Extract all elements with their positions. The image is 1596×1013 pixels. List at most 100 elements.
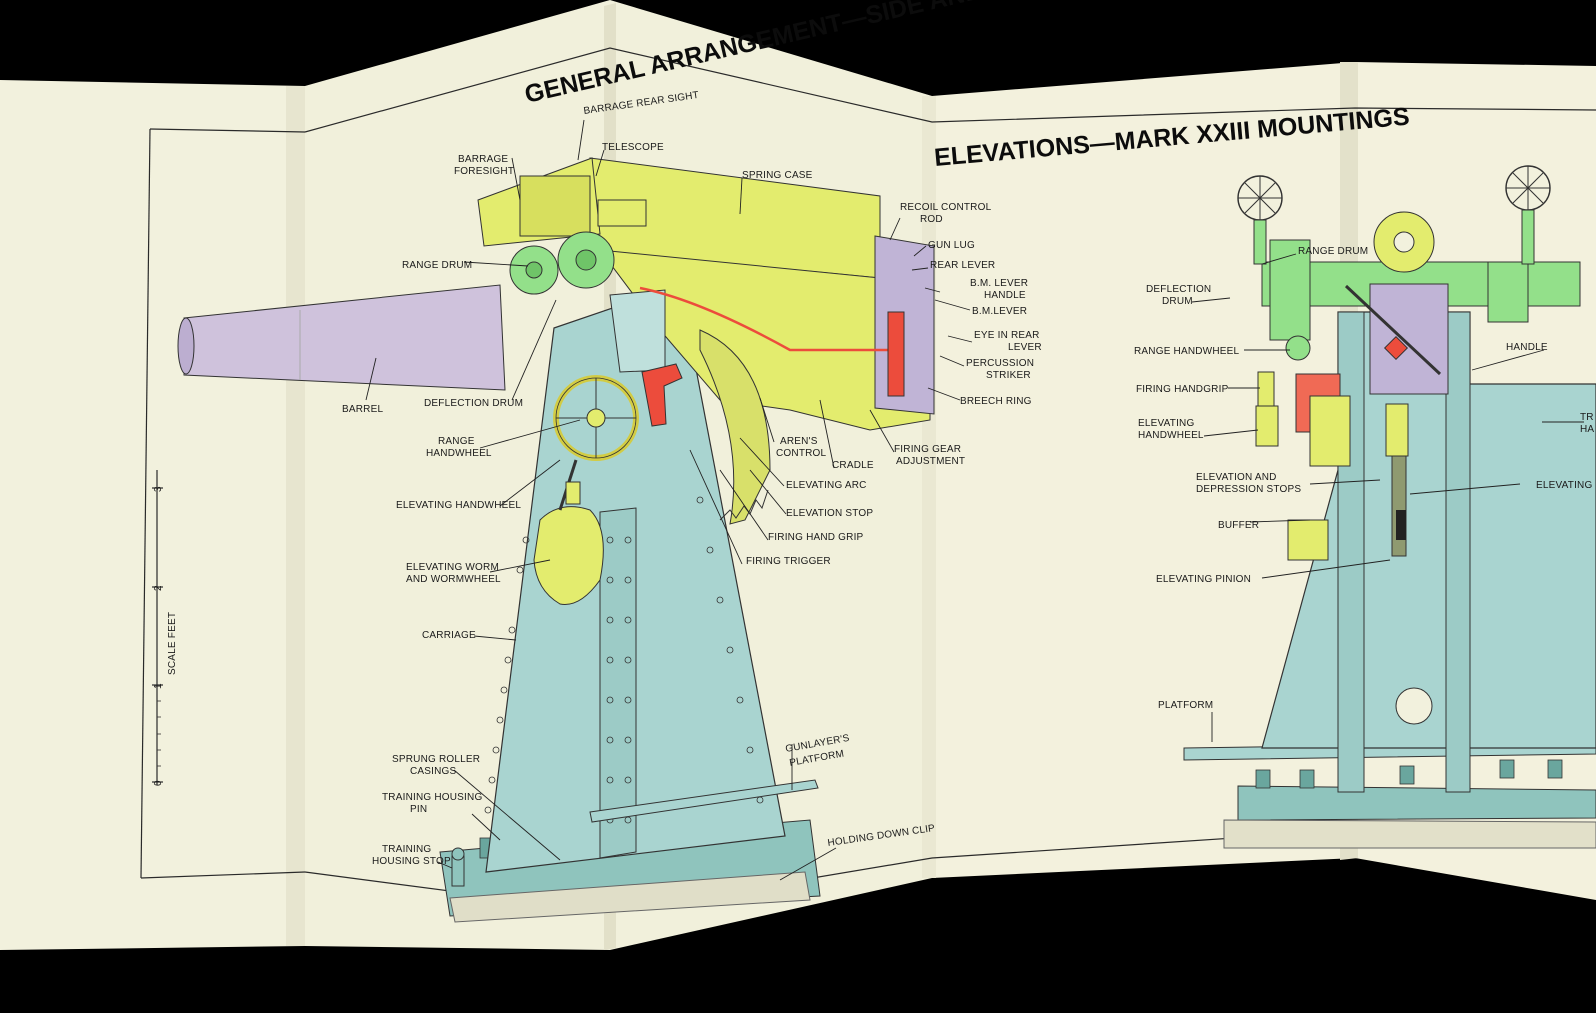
label-rear-tr-cut: TR [1580, 412, 1594, 423]
label-recoil-control-rod: ROD [920, 214, 943, 225]
label-sprung-roller-casings: SPRUNG ROLLER [392, 754, 480, 765]
label-percussion-striker: STRIKER [986, 370, 1031, 381]
rear-base-bolts [1255, 759, 1563, 789]
scale-tick-label: 2 [153, 585, 164, 591]
label-recoil-control-rod: RECOIL CONTROL [900, 202, 992, 213]
rear-elevating-handwheel [1255, 405, 1279, 447]
label-eye-in-rear-lever: EYE IN REAR [974, 330, 1040, 341]
label-deflection-drum: DEFLECTION DRUM [424, 398, 523, 409]
label-gun-lug: GUN LUG [928, 240, 975, 251]
gunlayers-platform [589, 779, 819, 823]
label-training-housing-pin: TRAINING HOUSING [382, 792, 482, 803]
label-firing-gear-adjustment: FIRING GEAR [894, 444, 961, 455]
carriage-rib [599, 507, 637, 859]
label-bm-lever-handle: B.M. LEVER [970, 278, 1028, 289]
trunnion-plate [609, 289, 666, 373]
label-arens-control: CONTROL [776, 448, 827, 459]
label-elevating-handwheel: ELEVATING HANDWHEEL [396, 500, 521, 511]
label-rear-deflection-drum: DEFLECTION [1146, 284, 1211, 295]
label-barrage-foresight: BARRAGE [458, 154, 508, 165]
label-rear-deflection-drum: DRUM [1162, 296, 1193, 307]
frame-line [304, 47, 1596, 133]
label-breech-ring: BREECH RING [960, 396, 1032, 407]
label-elevating-worm: AND WORMWHEEL [406, 574, 501, 585]
scale-tick-label: 3 [153, 486, 164, 492]
percussion-striker [887, 311, 905, 397]
rear-pinion-teeth [1396, 510, 1406, 540]
rear-plinth [1223, 819, 1596, 849]
label-rear-elevating-handwheel: HANDWHEEL [1138, 430, 1204, 441]
scale-label: SCALE FEET [167, 612, 178, 675]
label-bm-lever: B.M.LEVER [972, 306, 1027, 317]
rear-breech [1369, 283, 1449, 395]
rear-elevation-stop-block [1385, 403, 1409, 457]
rear-range-handwheel [1285, 335, 1311, 361]
elevating-arc [699, 329, 771, 525]
rear-elevating-pinion [1391, 455, 1407, 557]
scale-tick-label: 0 [153, 780, 164, 786]
label-range-drum: RANGE DRUM [402, 260, 472, 271]
barrel-muzzle [177, 317, 195, 375]
label-rear-handle: HANDLE [1506, 342, 1548, 353]
firing-trigger [641, 363, 683, 427]
rear-sight-wheel-left [1237, 175, 1283, 265]
label-spring-case: SPRING CASE [742, 170, 813, 181]
training-stop-knob [451, 847, 465, 861]
label-training-housing-stop: TRAINING [382, 844, 431, 855]
firing-rod [639, 286, 890, 352]
range-drum-box [519, 175, 591, 237]
frame-line [149, 128, 306, 133]
rear-sight-upright-left [1269, 239, 1311, 341]
label-carriage: CARRIAGE [422, 630, 476, 641]
label-range-handwheel: HANDWHEEL [426, 448, 492, 459]
label-rear-elevating-handwheel: ELEVATING [1138, 418, 1194, 429]
side-leaders [365, 119, 973, 881]
label-rear-elevating-pinion: ELEVATING PINION [1156, 574, 1251, 585]
elevating-worm-casing [533, 506, 604, 605]
side-elevation: BARRAGE REAR SIGHT TELESCOPE BARRAGE FOR… [177, 90, 1042, 923]
frame-line [140, 128, 151, 879]
frame-line [140, 871, 306, 879]
label-barrage-foresight: FORESIGHT [454, 166, 514, 177]
range-drum-gear [509, 231, 615, 295]
paper-panel-left [0, 80, 305, 950]
label-elevation-stop: ELEVATION STOP [786, 508, 873, 519]
label-elevating-worm: ELEVATING WORM [406, 562, 499, 573]
label-firing-gear-adjustment: ADJUSTMENT [896, 456, 965, 467]
rear-buffer [1287, 519, 1329, 561]
label-range-handwheel: RANGE [438, 436, 475, 447]
label-cradle: CRADLE [832, 460, 874, 471]
scale-tick-label: 1 [153, 683, 164, 689]
label-rear-elevation-depression-stops: ELEVATION AND [1196, 472, 1277, 483]
rear-elevating-column [1309, 395, 1351, 467]
label-sprung-roller-casings: CASINGS [410, 766, 457, 777]
label-arens-control: AREN'S [780, 436, 818, 447]
label-rear-tr-cut: HA [1580, 424, 1594, 435]
rear-lightening-hole [1395, 687, 1433, 725]
rear-sight-wheel-right [1505, 165, 1551, 265]
label-rear-elevating-cut: ELEVATING [1536, 480, 1592, 491]
label-rear-platform: PLATFORM [1158, 700, 1213, 711]
rear-column-left [1337, 311, 1365, 793]
rear-handle-link [1344, 284, 1442, 376]
label-rear-buffer: BUFFER [1218, 520, 1259, 531]
label-rear-lever: REAR LEVER [930, 260, 995, 271]
label-percussion-striker: PERCUSSION [966, 358, 1034, 369]
label-firing-trigger: FIRING TRIGGER [746, 556, 831, 567]
label-eye-in-rear-lever: LEVER [1008, 342, 1042, 353]
telescope-eyepiece [597, 199, 647, 227]
paper-fold-shade-1 [286, 86, 305, 946]
scale-bar: 0 1 2 3 SCALE FEET [152, 470, 178, 786]
rear-column-right [1445, 311, 1471, 793]
label-training-housing-stop: HOUSING STOP [372, 856, 451, 867]
label-barrel: BARREL [342, 404, 383, 415]
rear-sight-upright-right [1487, 261, 1529, 323]
rear-elevation: RANGE DRUM DEFLECTION DRUM RANGE HANDWHE… [1134, 165, 1596, 849]
label-rear-firing-handgrip: FIRING HANDGRIP [1136, 384, 1229, 395]
rear-leaders [1191, 253, 1584, 742]
label-telescope: TELESCOPE [602, 142, 664, 153]
label-rear-range-drum: RANGE DRUM [1298, 246, 1368, 257]
scale-subticks [157, 700, 161, 767]
